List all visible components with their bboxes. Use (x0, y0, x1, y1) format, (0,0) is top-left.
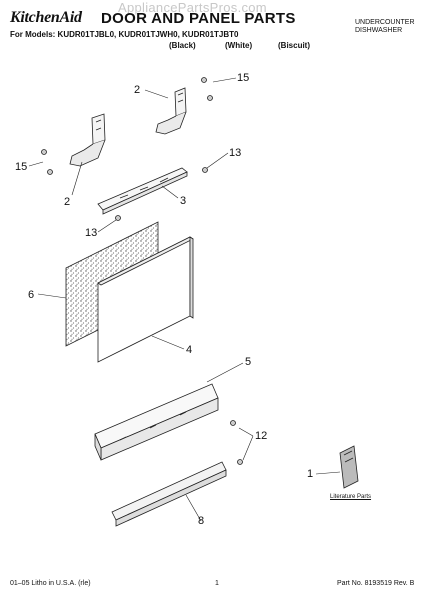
leader-lines (28, 77, 341, 522)
access-panel (94, 383, 219, 461)
category-line-1: UNDERCOUNTER (355, 19, 415, 26)
footer-page-number: 1 (215, 580, 219, 587)
callout-3: 3 (180, 195, 187, 207)
hinge-bracket-left (69, 113, 106, 167)
callout-13-right: 13 (229, 147, 242, 159)
door-panel (97, 236, 194, 363)
callout-12: 12 (255, 430, 268, 442)
literature-parts (339, 445, 359, 489)
literature-parts-label: Literature Parts (330, 494, 372, 500)
callout-4: 4 (186, 344, 193, 356)
brand-logo: KitchenAid (10, 9, 82, 26)
callout-2-left: 2 (64, 196, 71, 208)
callout-8: 8 (198, 515, 205, 527)
hinge-bracket-right (155, 87, 187, 135)
variant-black: (Black) (169, 41, 196, 50)
variant-biscuit: (Biscuit) (278, 41, 310, 50)
callout-15-left: 15 (15, 161, 28, 173)
watermark: AppliancePartsPros.com (118, 0, 267, 15)
screws (41, 77, 243, 465)
callout-2-top: 2 (134, 84, 141, 96)
models-line: For Models: KUDR01TJBL0, KUDR01TJWH0, KU… (10, 30, 239, 39)
category-line-2: DISHWASHER (355, 27, 403, 34)
callout-13-left: 13 (85, 227, 98, 239)
mounting-bracket (97, 167, 188, 215)
appliance-category: UNDERCOUNTER DISHWASHER (355, 19, 415, 35)
callout-15-top: 15 (237, 72, 250, 84)
toe-panel (111, 461, 227, 527)
callout-1: 1 (307, 468, 314, 480)
callout-5: 5 (245, 356, 252, 368)
variant-white: (White) (225, 41, 253, 50)
footer-print-info: 01–05 Litho in U.S.A. (rle) (10, 580, 91, 587)
page-title: DOOR AND PANEL PARTS (101, 10, 296, 27)
footer-part-number: Part No. 8193519 Rev. B (337, 580, 415, 587)
callout-6: 6 (28, 289, 35, 301)
